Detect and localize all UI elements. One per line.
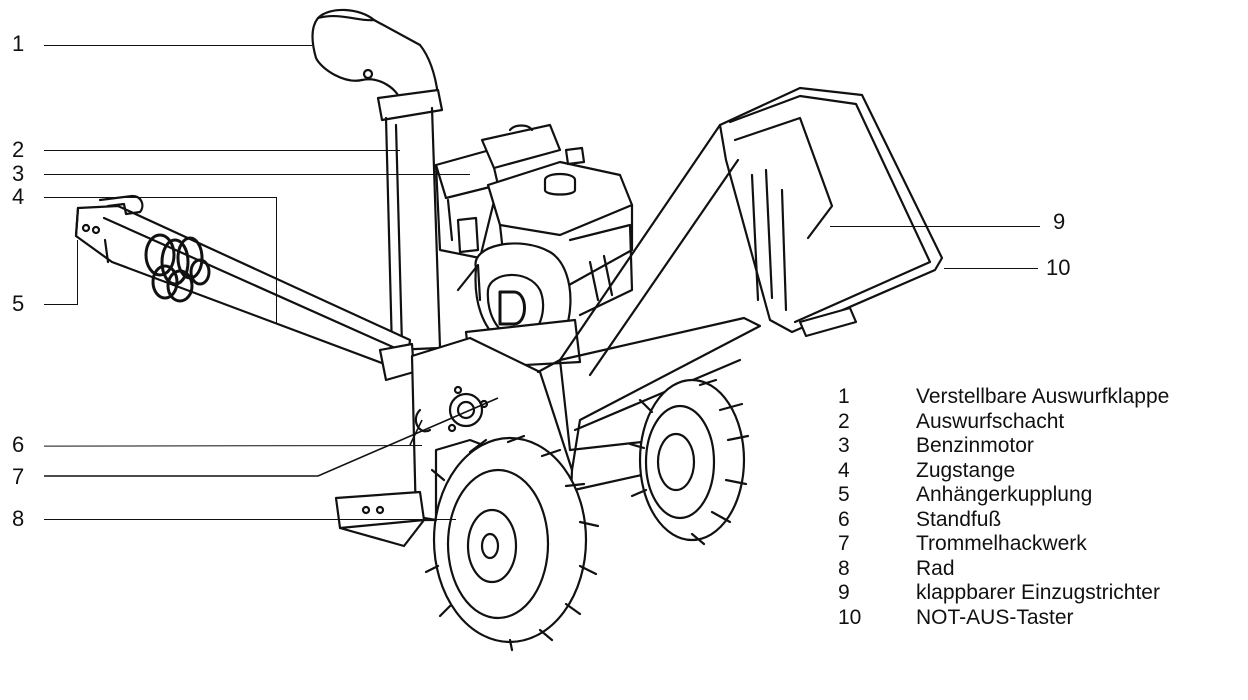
tow-bar (74, 194, 416, 382)
callout-4: 4 (12, 184, 25, 209)
callout-3: 3 (12, 161, 25, 186)
safety-chain (144, 233, 211, 303)
legend-number: 3 (838, 434, 850, 457)
legend-label: Zugstange (916, 458, 1016, 482)
discharge-chute (311, 8, 444, 352)
legend-number: 8 (838, 556, 850, 580)
leader-line-4-drop (276, 197, 277, 323)
callout-8: 8 (12, 506, 25, 531)
legend-item: 9 klappbarer Einzugstrichter (838, 581, 1243, 606)
legend-number: 4 (838, 458, 850, 482)
legend-label: NOT-AUS-Taster (916, 605, 1074, 629)
callout-5: 5 (12, 291, 25, 316)
legend-label: Auswurfschacht (916, 409, 1065, 433)
wheel-rear (628, 378, 750, 546)
legend-number: 5 (838, 483, 850, 506)
legend-item: 2 Auswurfschacht (838, 410, 1243, 435)
legend-label: Trommelhackwerk (916, 532, 1087, 555)
leader-line-2 (44, 150, 400, 151)
legend-number: 6 (838, 507, 850, 531)
leader-line-10 (944, 268, 1038, 269)
leader-line-8 (44, 519, 456, 520)
leader-line-5-rise (77, 240, 78, 304)
callout-1: 1 (12, 31, 25, 56)
legend-label: Standfuß (916, 507, 1002, 531)
legend-label: Verstellbare Auswurfklappe (916, 385, 1170, 408)
legend-label: Anhängerkupplung (916, 483, 1093, 506)
petrol-engine (434, 123, 634, 370)
legend-item: 1 Verstellbare Auswurfklappe (838, 385, 1243, 410)
leader-line-3 (44, 174, 470, 175)
callout-10: 10 (1046, 255, 1071, 280)
leader-line-9 (830, 226, 1040, 227)
feed-hopper (558, 86, 944, 377)
legend-number: 7 (838, 532, 850, 555)
leader-line-1 (44, 45, 312, 46)
legend-item: 3 Benzinmotor (838, 434, 1243, 459)
leader-line-4 (44, 197, 276, 198)
legend-number: 10 (838, 605, 862, 629)
legend-number: 1 (838, 385, 850, 408)
legend-item: 4 Zugstange (838, 459, 1243, 484)
parts-legend: 1 Verstellbare Auswurfklappe 2 Auswurfscha… (838, 385, 1243, 630)
legend-label: Benzinmotor (916, 434, 1034, 457)
legend-number: 9 (838, 581, 850, 604)
legend-item: 8 Rad (838, 557, 1243, 582)
legend-label: klappbarer Einzugstrichter (916, 581, 1160, 604)
callout-2: 2 (12, 137, 25, 162)
legend-item: 10 NOT-AUS-Taster (838, 606, 1243, 631)
legend-number: 2 (838, 409, 850, 433)
callout-9: 9 (1053, 209, 1066, 234)
legend-item: 5 Anhängerkupplung (838, 483, 1243, 508)
leader-line-5 (44, 304, 78, 305)
legend-label: Rad (916, 556, 955, 580)
wheel-front (422, 434, 600, 652)
legend-item: 7 Trommelhackwerk (838, 532, 1243, 557)
legend-item: 6 Standfuß (838, 508, 1243, 533)
callout-6: 6 (12, 432, 25, 457)
callout-7: 7 (12, 464, 25, 489)
